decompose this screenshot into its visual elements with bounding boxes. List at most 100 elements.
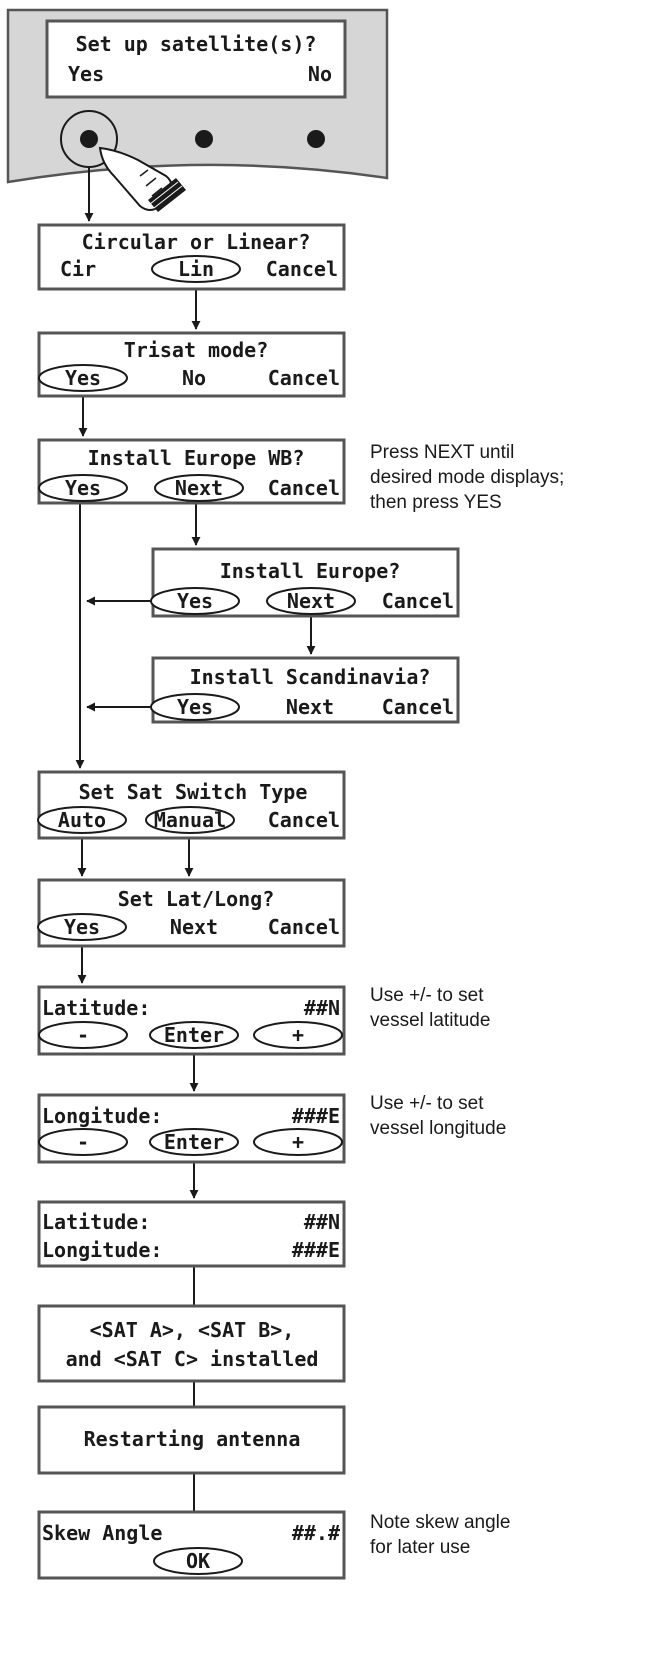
- screen-sat-switch-type: Set Sat Switch Type Auto Manual Cancel: [37, 770, 346, 840]
- no-option[interactable]: No: [182, 366, 206, 390]
- installed-line-2: and <SAT C> installed: [66, 1347, 319, 1371]
- screen-title: Set Lat/Long?: [118, 887, 275, 911]
- manual-highlight: [145, 806, 235, 834]
- screen-skew-angle: Skew Angle ##.# OK: [37, 1510, 346, 1580]
- cancel-option[interactable]: Cancel: [268, 808, 340, 832]
- screen-sats-installed: <SAT A>, <SAT B>, and <SAT C> installed: [37, 1304, 346, 1383]
- cancel-option[interactable]: Cancel: [382, 695, 454, 719]
- yes-highlight: [150, 587, 240, 615]
- note-line: Use +/- to set: [370, 985, 484, 1006]
- yes-highlight: [150, 693, 240, 721]
- screen-install-europe-wb: Install Europe WB? Yes Next Cancel: [37, 438, 346, 505]
- screen-circular-linear: Circular or Linear? Cir Lin Cancel: [37, 223, 346, 291]
- manual-option[interactable]: Manual: [154, 808, 226, 832]
- skew-angle-label: Skew Angle: [42, 1521, 162, 1545]
- longitude-label: Longitude:: [42, 1104, 162, 1128]
- note-next-mode: Press NEXT until desired mode displays; …: [370, 442, 564, 513]
- screen-title: Circular or Linear?: [82, 230, 311, 254]
- installed-line-1: <SAT A>, <SAT B>,: [90, 1318, 295, 1342]
- enter-option[interactable]: Enter: [164, 1023, 224, 1047]
- latitude-value: ##N: [304, 996, 340, 1020]
- screen-title: Install Europe?: [220, 559, 401, 583]
- control-panel: Set up satellite(s)? Yes No: [6, 8, 389, 212]
- minus-option[interactable]: -: [77, 1130, 89, 1154]
- enter-option[interactable]: Enter: [164, 1130, 224, 1154]
- cancel-option[interactable]: Cancel: [268, 476, 340, 500]
- note-line: Use +/- to set: [370, 1093, 484, 1114]
- panel-question: Set up satellite(s)?: [76, 32, 317, 56]
- screen-install-scandinavia: Install Scandinavia? Yes Next Cancel: [150, 656, 460, 724]
- auto-highlight: [37, 806, 127, 834]
- summary-longitude-label: Longitude:: [42, 1238, 162, 1262]
- cancel-option[interactable]: Cancel: [266, 257, 338, 281]
- enter-highlight: [149, 1021, 239, 1049]
- plus-option[interactable]: +: [292, 1130, 304, 1154]
- cir-option[interactable]: Cir: [60, 257, 96, 281]
- note-line: Press NEXT until: [370, 442, 514, 463]
- enter-highlight: [149, 1128, 239, 1156]
- screen-longitude: Longitude: ###E - Enter +: [37, 1093, 346, 1164]
- note-line: then press YES: [370, 492, 502, 513]
- next-option[interactable]: Next: [287, 589, 335, 613]
- skew-angle-value: ##.#: [292, 1521, 340, 1545]
- next-option[interactable]: Next: [170, 915, 218, 939]
- panel-no-label: No: [308, 62, 332, 86]
- yes-option[interactable]: Yes: [177, 695, 213, 719]
- summary-longitude-value: ###E: [292, 1238, 340, 1262]
- screen-title: Set Sat Switch Type: [79, 780, 308, 804]
- screen-restarting-antenna: Restarting antenna: [37, 1405, 346, 1475]
- screen-latitude: Latitude: ##N - Enter +: [37, 985, 346, 1056]
- minus-option[interactable]: -: [77, 1023, 89, 1047]
- ok-option[interactable]: OK: [186, 1549, 210, 1573]
- panel-yes-label: Yes: [68, 62, 104, 86]
- yes-highlight: [38, 364, 128, 392]
- auto-option[interactable]: Auto: [58, 808, 106, 832]
- next-option[interactable]: Next: [175, 476, 223, 500]
- longitude-value: ###E: [292, 1104, 340, 1128]
- minus-highlight: [38, 1128, 128, 1156]
- screen-set-lat-long: Set Lat/Long? Yes Next Cancel: [37, 878, 346, 948]
- next-highlight: [266, 587, 356, 615]
- note-skew-angle: Note skew angle for later use: [370, 1512, 510, 1558]
- yes-option[interactable]: Yes: [177, 589, 213, 613]
- note-line: Note skew angle: [370, 1512, 510, 1533]
- lin-option[interactable]: Lin: [178, 257, 214, 281]
- next-option[interactable]: Next: [286, 695, 334, 719]
- cancel-option[interactable]: Cancel: [268, 366, 340, 390]
- plus-option[interactable]: +: [292, 1023, 304, 1047]
- note-line: for later use: [370, 1537, 470, 1558]
- screen-trisat-mode: Trisat mode? Yes No Cancel: [37, 331, 346, 398]
- lin-highlight: [151, 255, 241, 283]
- cancel-option[interactable]: Cancel: [382, 589, 454, 613]
- screen-install-europe: Install Europe? Yes Next Cancel: [150, 547, 460, 618]
- note-longitude: Use +/- to set vessel longitude: [370, 1093, 506, 1139]
- summary-latitude-label: Latitude:: [42, 1210, 150, 1234]
- screen-lat-long-summary: Latitude: ##N Longitude: ###E: [37, 1200, 346, 1268]
- yes-option[interactable]: Yes: [65, 476, 101, 500]
- plus-highlight: [253, 1021, 343, 1049]
- note-line: desired mode displays;: [370, 467, 564, 488]
- summary-latitude-value: ##N: [304, 1210, 340, 1234]
- ok-highlight: [153, 1547, 243, 1575]
- latitude-label: Latitude:: [42, 996, 150, 1020]
- restarting-text: Restarting antenna: [84, 1427, 301, 1451]
- yes-highlight: [37, 913, 127, 941]
- panel-display: [45, 19, 347, 99]
- next-highlight: [154, 474, 244, 502]
- middle-button[interactable]: [195, 130, 213, 148]
- screen-title: Install Scandinavia?: [190, 665, 431, 689]
- yes-button[interactable]: [80, 130, 98, 148]
- yes-highlight: [38, 474, 128, 502]
- screen-title: Trisat mode?: [124, 338, 269, 362]
- note-line: vessel longitude: [370, 1118, 506, 1139]
- note-line: vessel latitude: [370, 1010, 490, 1031]
- no-button[interactable]: [307, 130, 325, 148]
- note-latitude: Use +/- to set vessel latitude: [370, 985, 490, 1031]
- yes-option[interactable]: Yes: [65, 366, 101, 390]
- yes-option[interactable]: Yes: [64, 915, 100, 939]
- pointing-hand-icon: [98, 146, 186, 212]
- plus-highlight: [253, 1128, 343, 1156]
- minus-highlight: [38, 1021, 128, 1049]
- cancel-option[interactable]: Cancel: [268, 915, 340, 939]
